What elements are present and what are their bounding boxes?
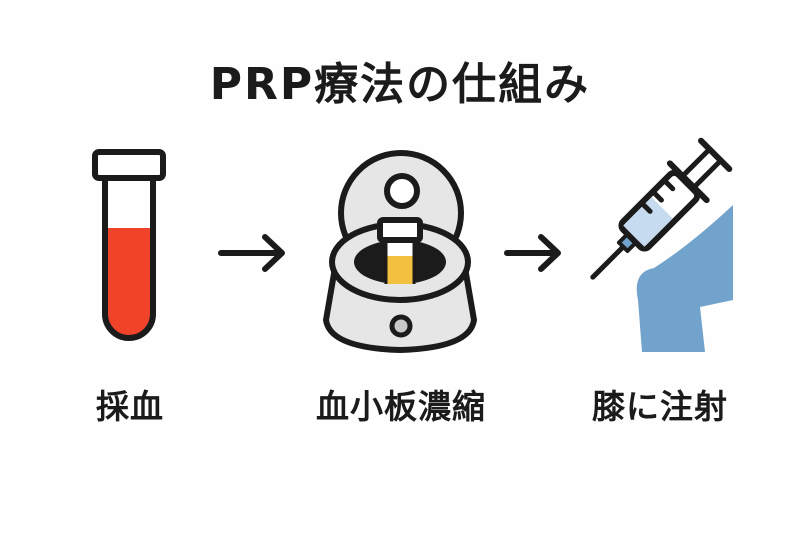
page-title: PRP療法の仕組み [209,59,591,110]
syringe [590,137,733,280]
lid-knob [384,173,420,209]
blood-fill [105,228,153,338]
arrow-right-icon [218,234,285,272]
tube-body [102,180,156,341]
arrow-right-icon [504,234,561,272]
syringe-fluid [623,197,673,247]
sample-tube-cap [377,217,423,243]
plasma-fill [387,256,413,284]
plunger-head [698,137,733,172]
flange [666,160,710,204]
power-button [389,314,413,338]
centrifuge-icon [323,150,477,353]
syringe-knee-icon [590,137,733,352]
needle [590,242,628,280]
plunger-rod [680,148,711,179]
step-label-blood-draw: 採血 [96,387,164,426]
step-label-knee-injection: 膝に注射 [592,387,728,426]
blood-collection-tube-icon [92,149,166,341]
step-label-platelet-concentration: 血小板濃縮 [316,387,486,426]
knee-shape-lower [700,300,733,352]
tube-cap [92,149,166,181]
